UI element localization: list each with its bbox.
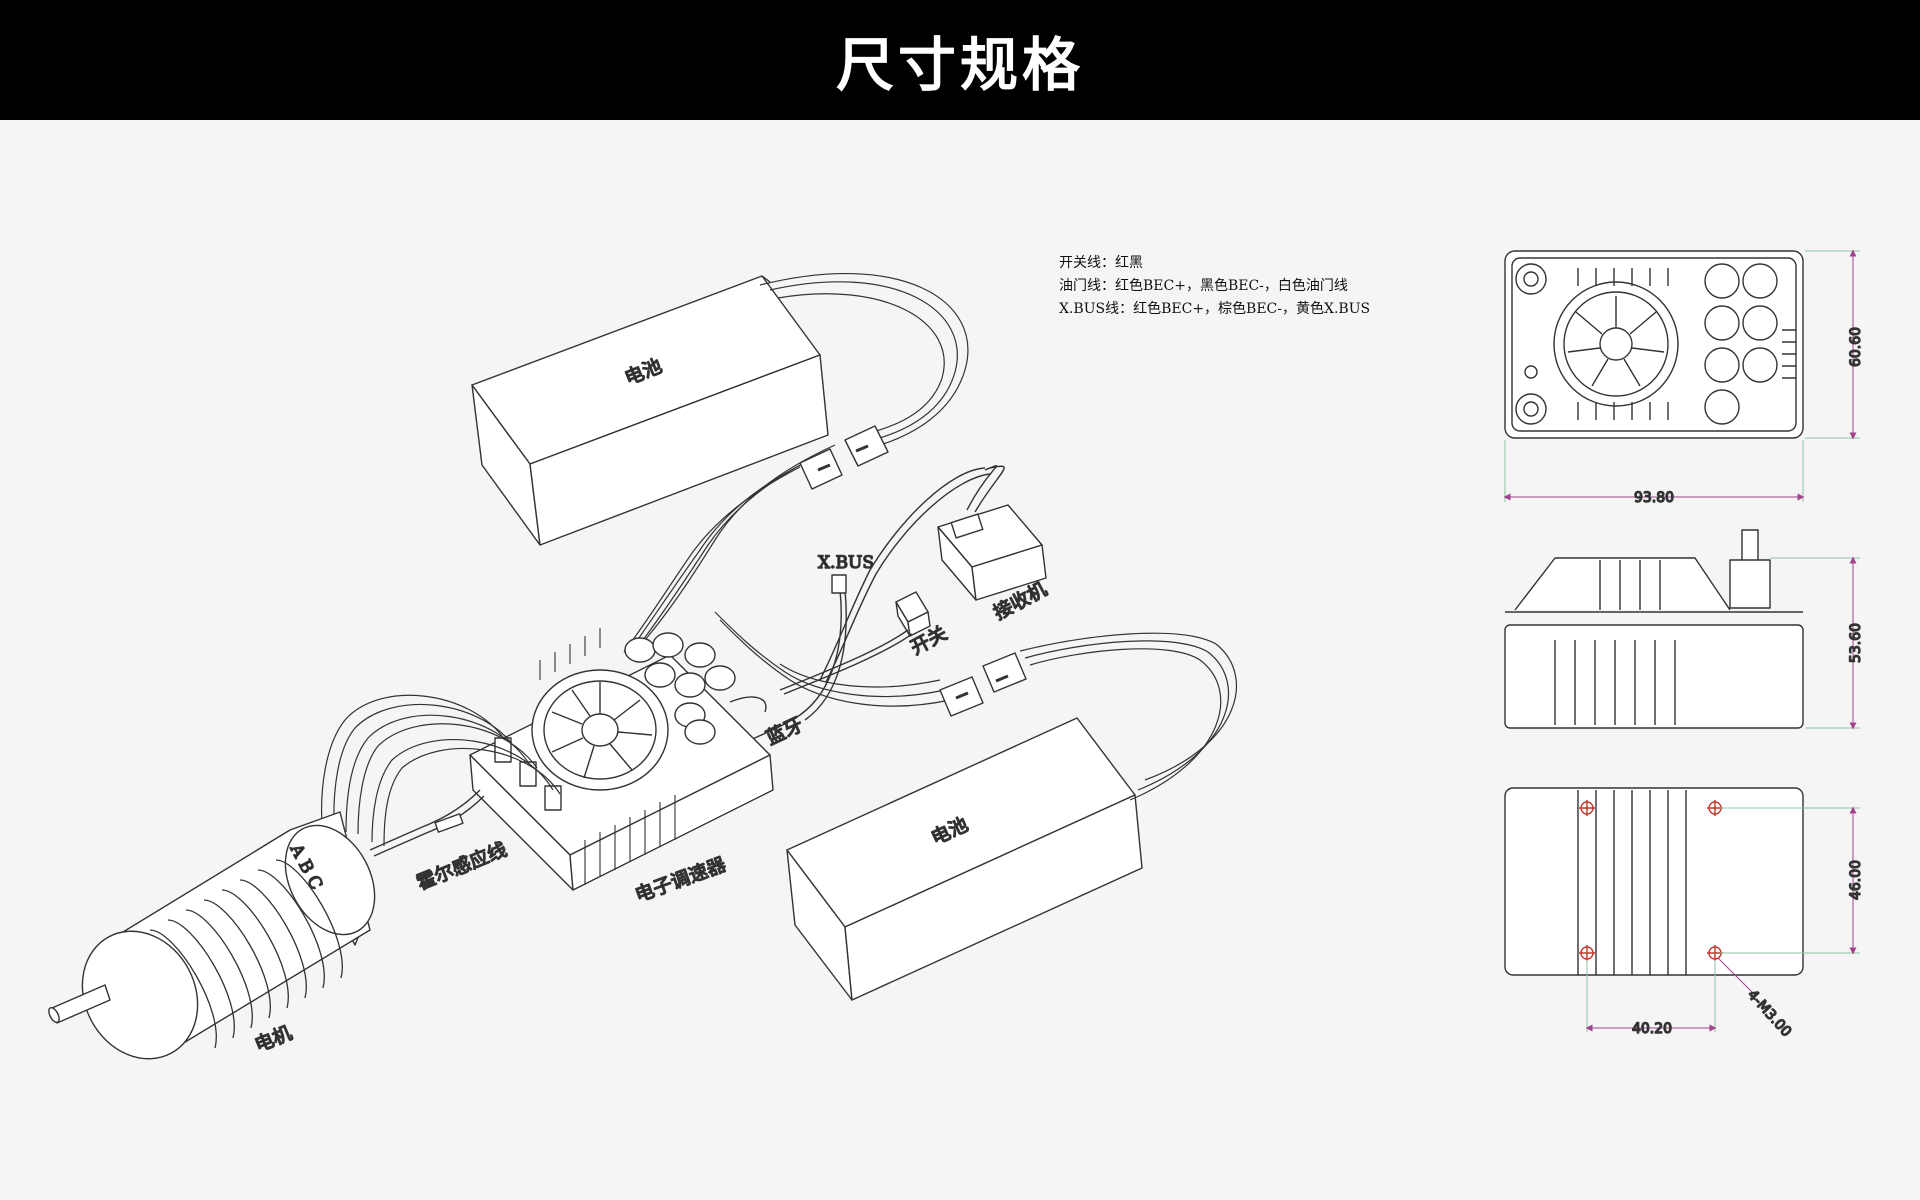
- battery-top: [471, 275, 829, 546]
- esc: [469, 628, 774, 891]
- connector-bottom: [939, 652, 1027, 717]
- legend-xbus-wire: X.BUS线：红色BEC+，棕色BEC-，黄色X.BUS: [1059, 301, 1371, 317]
- wiring-diagram: 电池 X.BUS: [48, 249, 1865, 1060]
- dim-top-width: 93.80: [1634, 490, 1674, 506]
- dim-top-height: 60.60: [1848, 327, 1864, 367]
- xbus-label: X.BUS: [818, 553, 874, 573]
- side-view: [1504, 529, 1804, 729]
- dim-holes: 4-M3.00: [1744, 987, 1794, 1040]
- legend-throttle-wire: 油门线：红色BEC+，黑色BEC-，白色油门线: [1059, 278, 1348, 294]
- side-view-dimensions: [1770, 556, 1860, 730]
- dim-bottom-width: 40.20: [1632, 1021, 1672, 1037]
- legend-switch-wire: 开关线：红黑: [1059, 255, 1143, 271]
- battery-top-cables: [623, 272, 969, 653]
- top-view: [1504, 250, 1804, 439]
- esc-label: 电子调速器: [632, 854, 729, 907]
- switch: [779, 591, 931, 695]
- dim-side-height: 53.60: [1848, 623, 1864, 663]
- bluetooth-wire: [729, 696, 767, 713]
- receiver: [819, 465, 1047, 683]
- bluetooth-label: 蓝牙: [763, 714, 807, 750]
- motor-label: 电机: [252, 1022, 295, 1057]
- bottom-view: [1504, 787, 1804, 976]
- motor: [48, 811, 376, 1060]
- top-view-dimensions: [1503, 249, 1860, 502]
- header-bar: 尺寸规格: [0, 0, 1920, 120]
- dim-bottom-height: 46.00: [1848, 860, 1864, 900]
- hall-sensor-wire: [369, 789, 485, 857]
- wire-legend: 开关线：红黑 油门线：红色BEC+，黑色BEC-，白色油门线 X.BUS线：红色…: [1059, 252, 1370, 321]
- connector-top: [799, 425, 889, 490]
- phase-wires: [321, 694, 561, 847]
- bottom-view-dimensions: [1585, 806, 1860, 1032]
- battery-bottom: [786, 717, 1143, 1001]
- hall-sensor-label: 霍尔感应线: [414, 839, 510, 895]
- xbus-wire: [739, 574, 847, 746]
- battery-bottom-cables: [714, 611, 1238, 801]
- page-title: 尺寸规格: [835, 31, 1084, 99]
